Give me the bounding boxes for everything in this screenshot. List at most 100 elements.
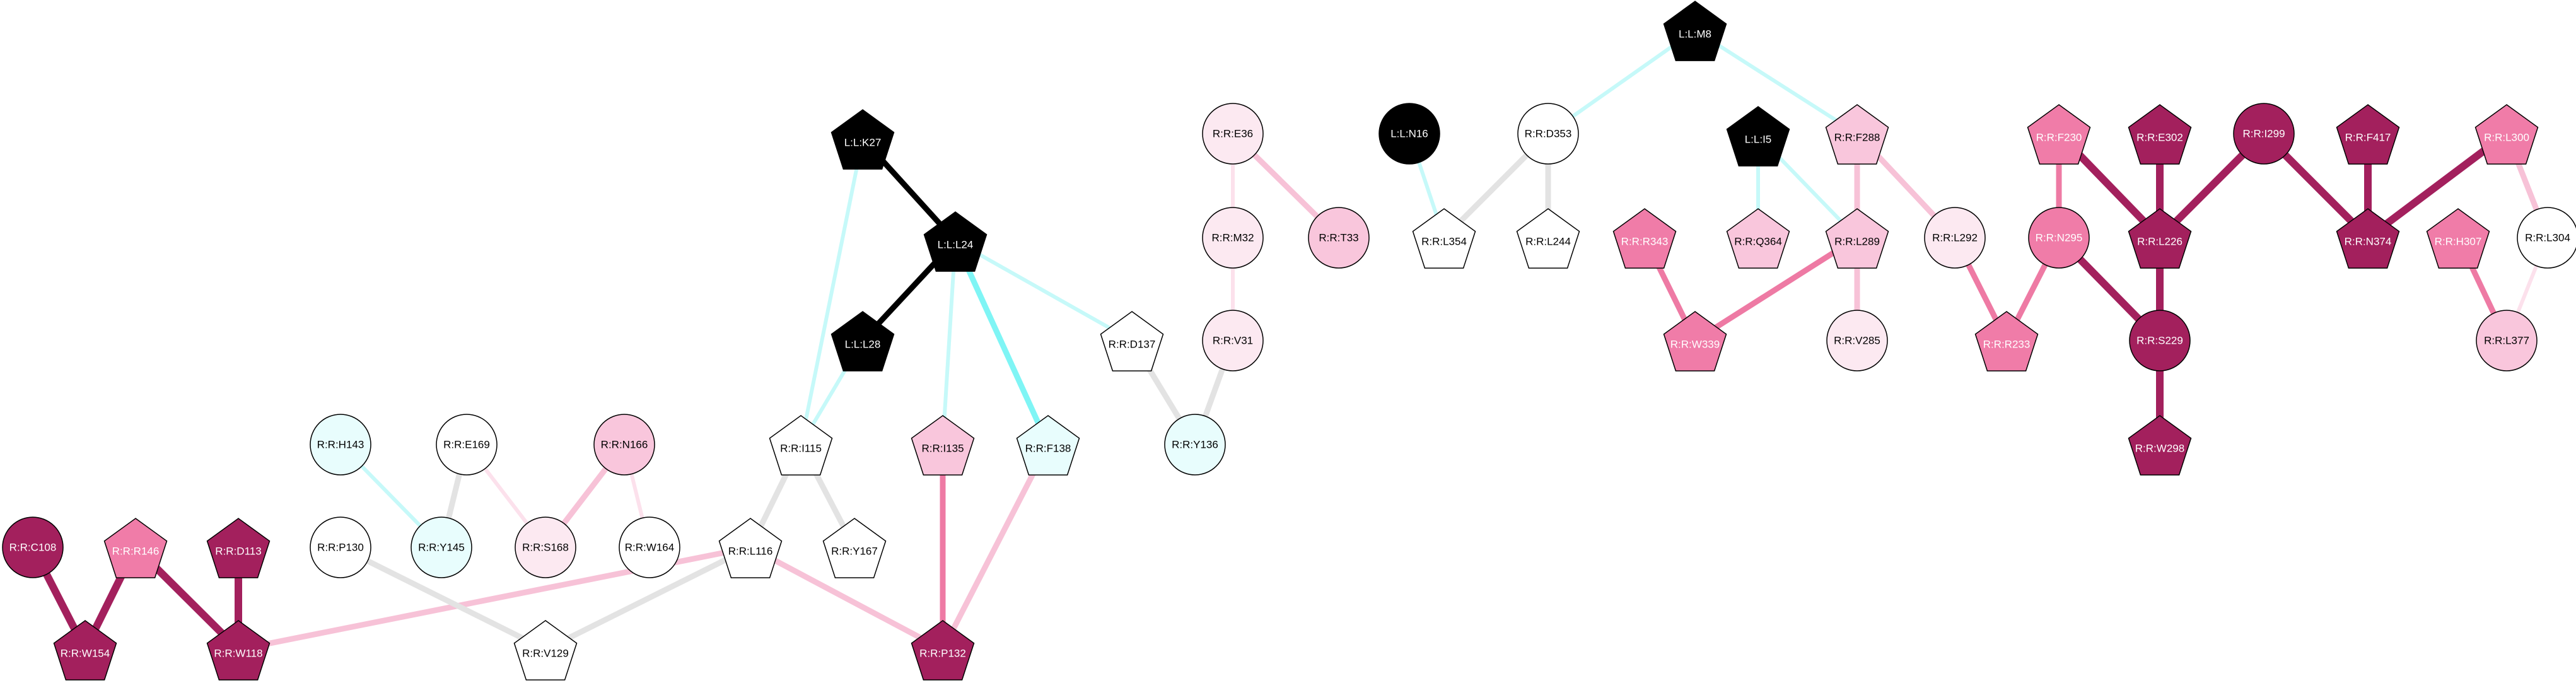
node-r-r-s229: R:R:S229 [2129,310,2191,371]
node-circle [2476,310,2538,371]
node-circle [1924,207,1986,269]
node-label: L:L:I5 [1745,134,1772,146]
node-pentagon [2128,104,2192,165]
node-label: R:R:Y145 [418,542,465,554]
node-circle [2028,207,2090,269]
node-r-r-v31: R:R:V31 [1202,310,1264,371]
node-circle [2129,310,2191,371]
node-pentagon [830,109,895,170]
node-label: R:R:V285 [1834,335,1880,347]
node-label: R:R:R146 [112,546,160,557]
node-pentagon [103,518,168,578]
node-pentagon [1100,311,1164,371]
node-r-r-d137: R:R:D137 [1100,311,1164,371]
node-circle [593,414,655,476]
node-label: R:R:W118 [214,648,262,660]
node-l-l-m8: L:L:M8 [1663,1,1727,61]
node-r-r-f138: R:R:F138 [1016,415,1080,476]
node-label: R:R:L244 [1525,236,1571,248]
node-circle [436,414,498,476]
node-pentagon [822,518,887,578]
node-r-r-l377: R:R:L377 [2476,310,2538,371]
node-circle [2,517,64,578]
node-r-r-y167: R:R:Y167 [822,518,887,578]
node-pentagon [1974,311,2039,371]
node-r-r-l289: R:R:L289 [1825,208,1889,269]
node-label: R:R:F288 [1834,132,1880,144]
node-label: R:R:L116 [728,546,773,557]
node-r-r-v129: R:R:V129 [513,620,578,680]
node-label: L:L:N16 [1390,128,1428,140]
node-label: R:R:N374 [2345,236,2392,248]
node-label: R:R:I299 [2242,128,2285,140]
node-l-l-k27: L:L:K27 [830,109,895,170]
node-circle [411,517,472,578]
node-label: R:R:Y167 [831,546,878,557]
node-r-r-w298: R:R:W298 [2128,415,2192,476]
edge-r-r-l116-to-r-r-p132 [747,544,946,653]
node-pentagon [513,620,578,680]
node-circle [1164,414,1226,476]
node-label: R:R:Q364 [1734,236,1782,248]
edge-l-l-k27-to-r-r-i115 [799,137,865,447]
node-r-r-t33: R:R:T33 [1308,207,1370,269]
node-r-r-f230: R:R:F230 [2027,104,2091,165]
node-r-r-r146: R:R:R146 [103,518,168,578]
node-label: R:R:F230 [2036,132,2082,144]
node-pentagon [830,311,895,371]
node-circle [310,414,371,476]
node-r-r-l354: R:R:L354 [1412,208,1476,269]
node-r-r-i115: R:R:I115 [769,415,833,476]
node-r-r-i135: R:R:I135 [911,415,975,476]
node-label: R:R:W164 [625,542,674,554]
node-label: R:R:D113 [215,546,261,557]
node-r-r-r343: R:R:R343 [1612,208,1677,269]
node-pentagon [1726,106,1790,166]
node-r-r-w118: R:R:W118 [206,620,271,680]
node-label: R:R:R343 [1621,236,1669,248]
node-r-r-l116: R:R:L116 [718,518,783,578]
node-r-r-l244: R:R:L244 [1516,208,1580,269]
node-label: R:R:V31 [1213,335,1253,347]
node-pentagon [2027,104,2091,165]
node-label: R:R:L377 [2484,335,2529,347]
node-label: R:R:I115 [780,443,822,455]
node-r-r-d113: R:R:D113 [206,518,271,578]
node-circle [1202,310,1264,371]
node-pentagon [911,415,975,476]
node-label: R:R:F417 [2345,132,2391,144]
edge-l-l-m8-to-r-r-f288 [1693,28,1859,136]
node-pentagon [769,415,833,476]
node-l-l-l28: L:L:L28 [830,311,895,371]
edge-l-l-l24-to-r-r-f138 [952,238,1051,448]
node-label: R:R:F138 [1025,443,1071,455]
node-r-r-e302: R:R:E302 [2128,104,2192,165]
node-label: L:L:L24 [938,239,974,251]
node-circle [619,517,680,578]
node-r-r-d353: R:R:D353 [1517,103,1579,165]
node-r-r-l292: R:R:L292 [1924,207,1986,269]
node-r-r-h307: R:R:H307 [2426,208,2490,269]
node-r-r-l226: R:R:L226 [2128,208,2192,269]
edge-l-l-l24-to-r-r-i135 [941,239,957,447]
node-label: R:R:P130 [317,542,364,554]
node-pentagon [2474,104,2539,165]
node-pentagon [1016,415,1080,476]
node-label: L:L:K27 [844,137,882,149]
node-label: R:R:N295 [2036,232,2083,244]
node-circle [2517,207,2576,269]
node-label: R:R:S168 [522,542,569,554]
node-r-r-n295: R:R:N295 [2028,207,2090,269]
node-pentagon [923,211,988,272]
node-pentagon [1412,208,1476,269]
node-circle [1308,207,1370,269]
node-pentagon [1726,208,1790,269]
node-r-r-p130: R:R:P130 [310,517,371,578]
node-pentagon [2128,208,2192,269]
node-r-r-i299: R:R:I299 [2233,103,2295,165]
node-label: R:R:L300 [2484,132,2529,144]
edge-r-r-l289-to-r-r-w339 [1692,235,1860,344]
node-r-r-r233: R:R:R233 [1974,311,2039,371]
